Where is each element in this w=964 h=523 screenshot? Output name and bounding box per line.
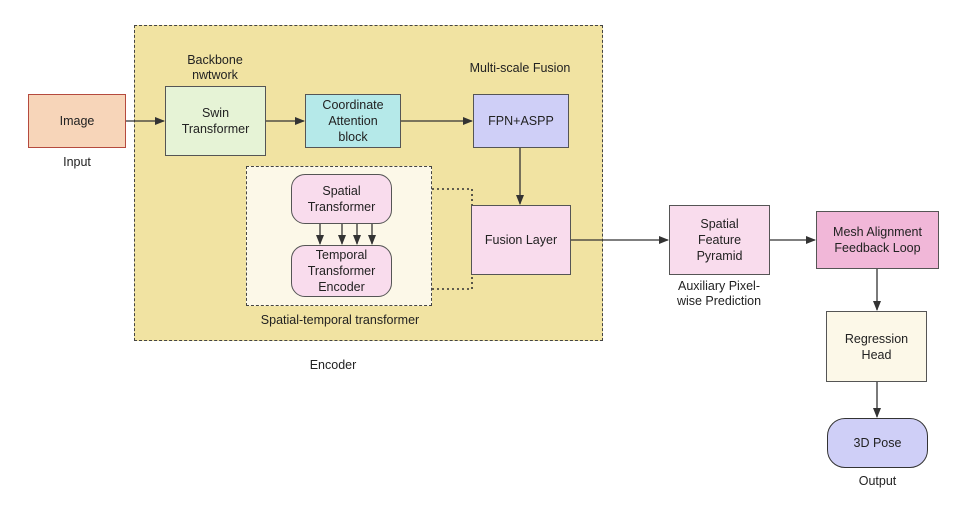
image-box: Image — [28, 94, 126, 148]
input-caption: Input — [63, 155, 91, 169]
coordinate-attention-box: Coordinate Attention block — [305, 94, 401, 148]
output-caption: Output — [858, 474, 897, 488]
regression-head-box: Regression Head — [826, 311, 927, 382]
spatial-feature-pyramid-box: Spatial Feature Pyramid — [669, 205, 770, 275]
encoder-caption: Encoder — [309, 358, 357, 372]
spatial-temporal-caption: Spatial-temporal transformer — [260, 313, 420, 327]
swin-transformer-box: Swin Transformer — [165, 86, 266, 156]
fusion-layer-box: Fusion Layer — [471, 205, 571, 275]
auxiliary-prediction-caption: Auxiliary Pixel- wise Prediction — [676, 279, 762, 308]
backbone-caption: Backbone nwtwork — [187, 53, 243, 82]
temporal-transformer-encoder-box: Temporal Transformer Encoder — [291, 245, 392, 297]
fpn-aspp-box: FPN+ASPP — [473, 94, 569, 148]
output-pose-box: 3D Pose — [827, 418, 928, 468]
mesh-alignment-box: Mesh Alignment Feedback Loop — [816, 211, 939, 269]
multiscale-fusion-caption: Multi-scale Fusion — [469, 61, 571, 75]
dotted-link-bottom — [432, 275, 473, 290]
spatial-transformer-box: Spatial Transformer — [291, 174, 392, 224]
dotted-link-top — [432, 188, 473, 205]
